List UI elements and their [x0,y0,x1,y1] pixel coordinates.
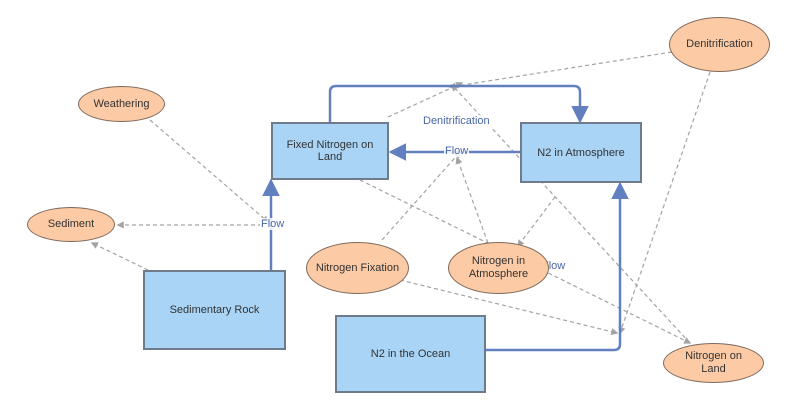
flow-label-rock-to-land[interactable]: Flow [260,218,286,230]
link-atm-stock-to-nitrogen-in-atm [517,196,556,248]
flow-pipe-ocean-to-atmosphere [485,181,629,352]
flow-pipe-denitrification [328,84,589,124]
variable-sediment[interactable]: Sediment [27,207,115,242]
link-nitrogen-in-atm-to-flow [455,156,489,244]
link-land-to-denitrification-flow [387,82,464,118]
link-fixation-to-flow [381,150,461,241]
stock-n2-in-atmosphere[interactable]: N2 in Atmosphere [520,122,642,183]
stock-n2-in-the-ocean[interactable]: N2 in the Ocean [335,315,486,393]
link-rock-to-sediment [90,242,149,271]
variable-denitrification[interactable]: Denitrification [669,17,770,72]
link-weathering-to-flow [149,119,270,223]
link-denitrification-to-flow [448,51,673,90]
variable-nitrogen-in-atmosphere[interactable]: Nitrogen in Atmosphere [448,242,549,294]
stock-fixed-nitrogen-on-land[interactable]: Fixed Nitrogen on Land [271,122,389,180]
variable-nitrogen-fixation[interactable]: Nitrogen Fixation [306,242,409,294]
link-denitrification-to-ocean-flow [618,71,711,335]
flow-label-atmosphere-to-land[interactable]: Flow [444,145,470,157]
link-fixation-to-ocean-flow [399,279,619,336]
variable-nitrogen-on-land[interactable]: Nitrogen on Land [663,343,764,383]
stock-sedimentary-rock[interactable]: Sedimentary Rock [143,270,286,350]
flow-label-denitrification[interactable]: Denitrification [422,115,491,127]
link-nitrogen-on-land-to-denitrification [451,83,691,344]
variable-weathering[interactable]: Weathering [78,86,165,122]
